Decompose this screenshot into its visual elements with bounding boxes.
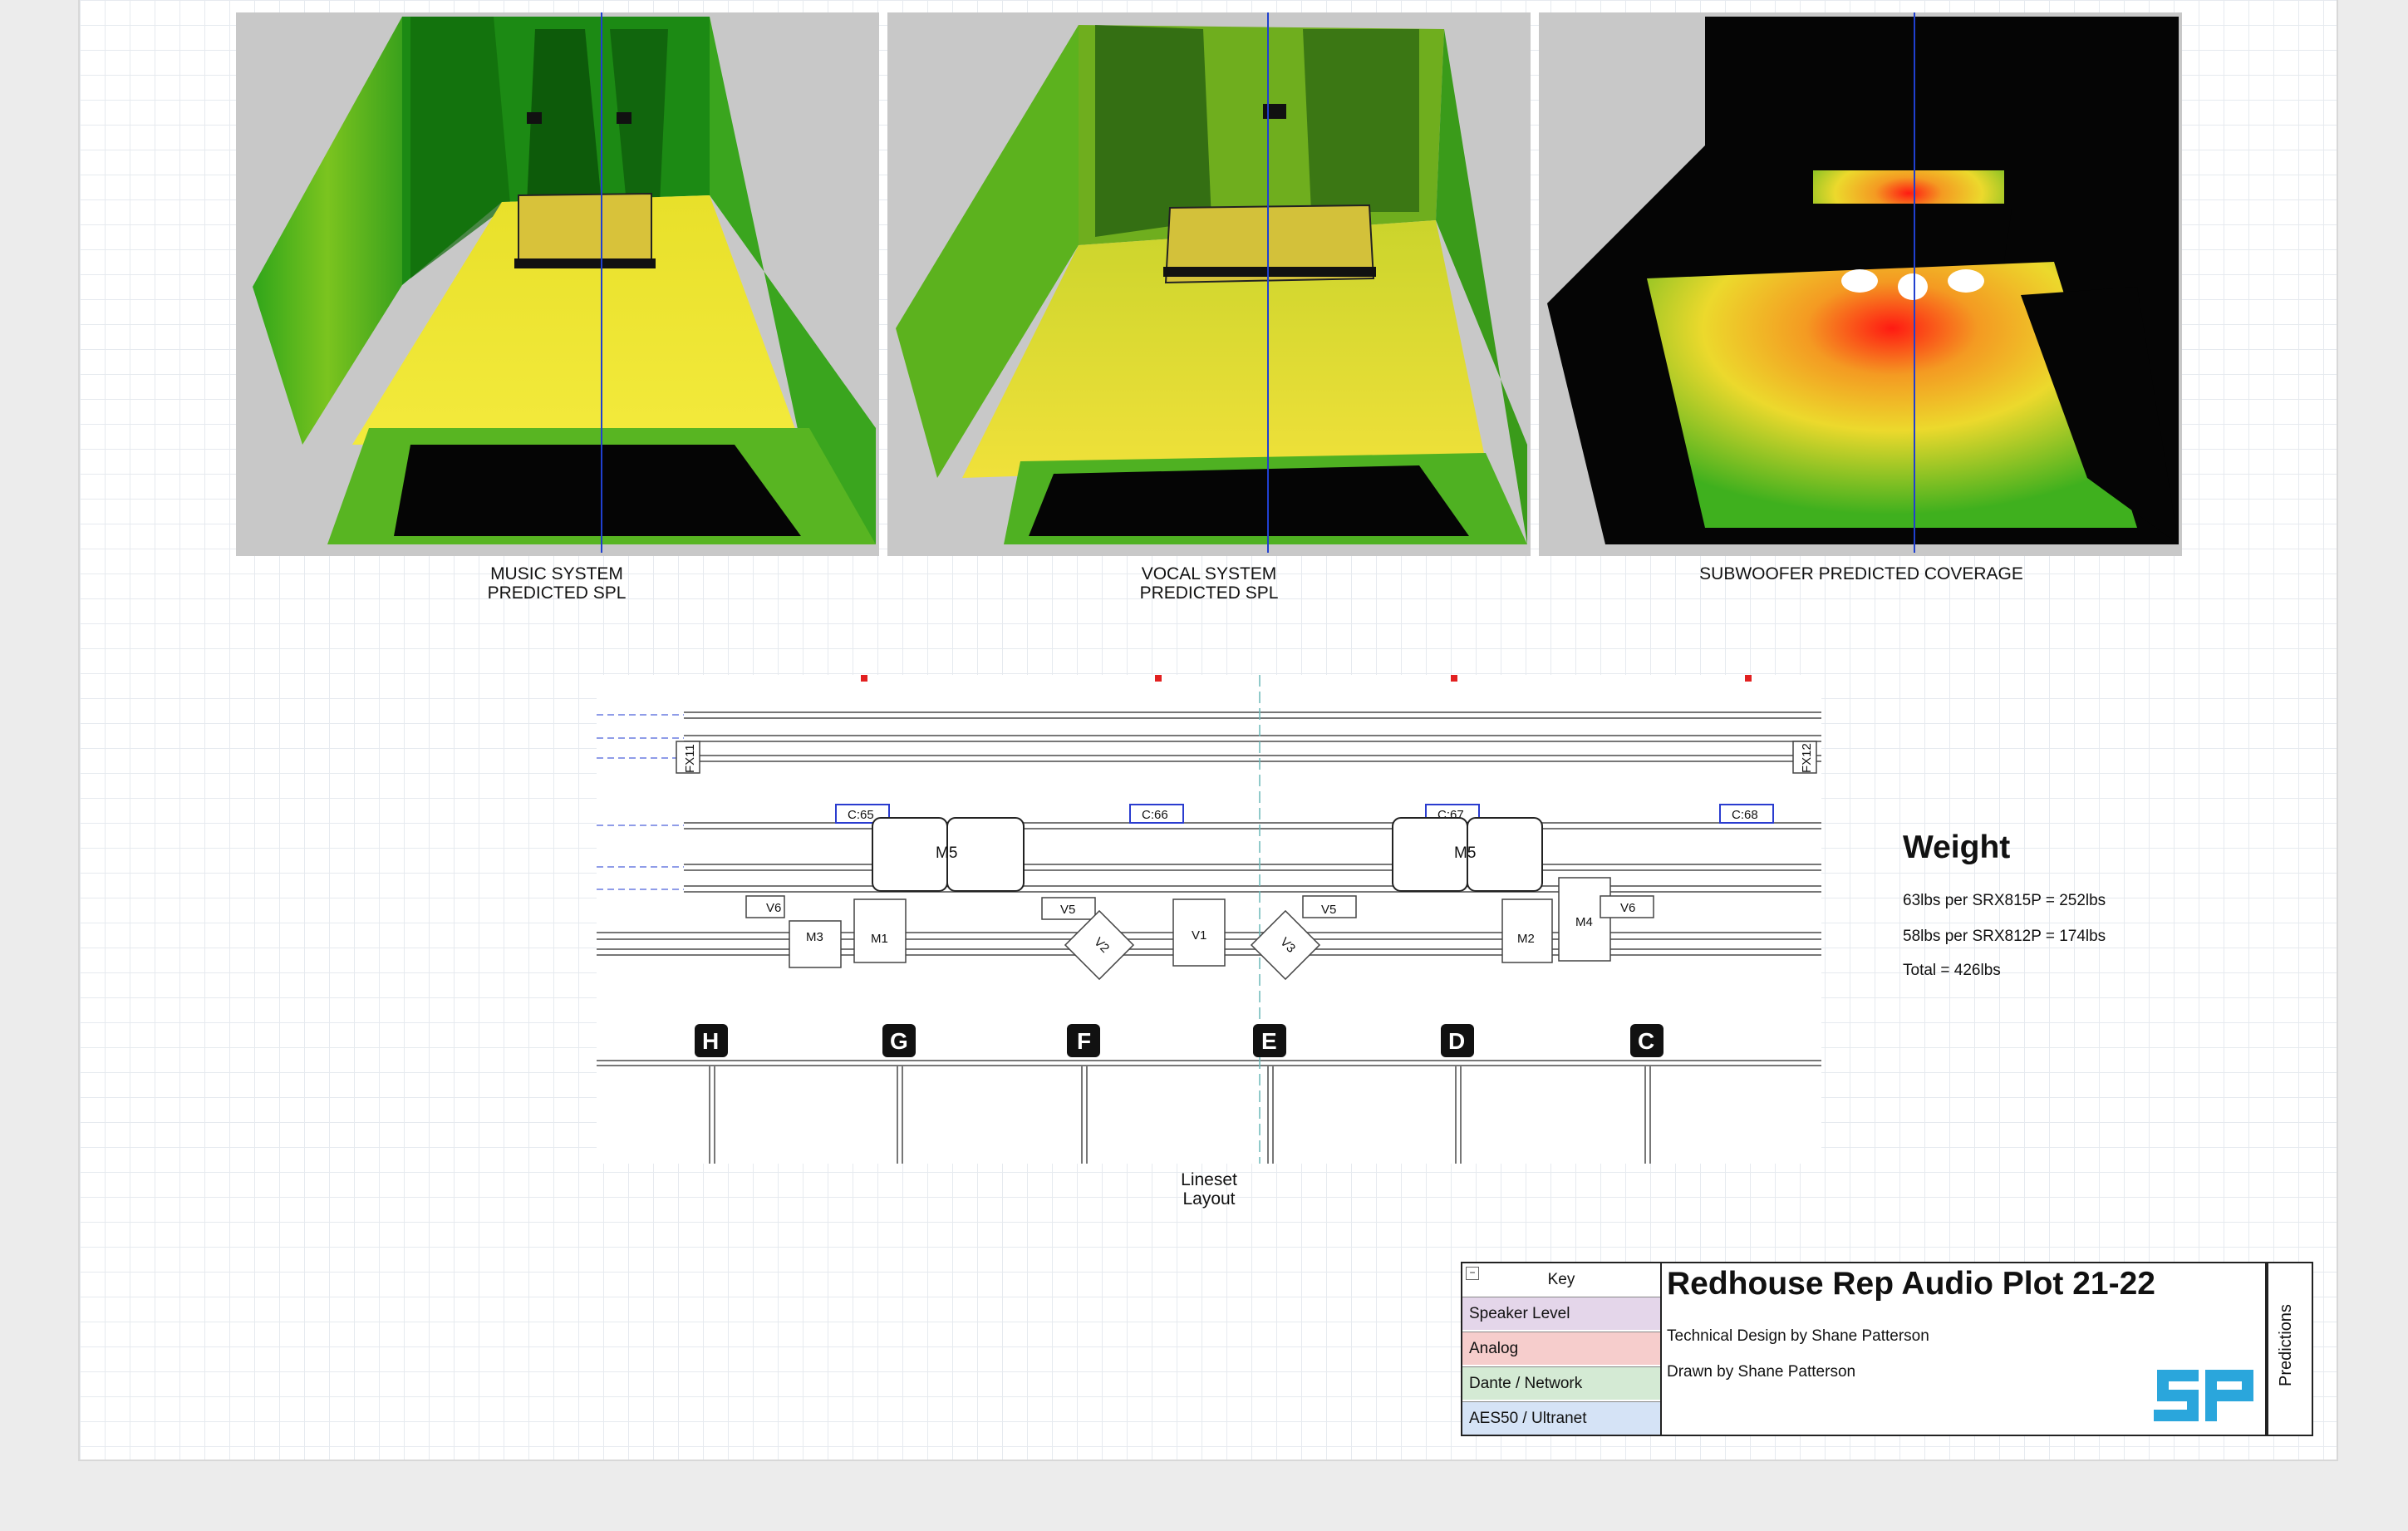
m4-label: M4 bbox=[1575, 915, 1593, 929]
vocal-system-prediction-image bbox=[887, 12, 1531, 556]
key-item-aes50-ultranet: AES50 / Ultranet bbox=[1462, 1401, 1660, 1435]
m5-left-label: M5 bbox=[936, 844, 957, 862]
weight-line-srx812p: 58lbs per SRX812P = 174lbs bbox=[1903, 928, 2106, 945]
v6-right-label: V6 bbox=[1620, 901, 1635, 915]
fx12-box bbox=[1792, 741, 1817, 774]
subwoofer-prediction-caption: SUBWOOFER PREDICTED COVERAGE bbox=[1699, 564, 2023, 583]
circuit-c65-label: C:65 bbox=[848, 808, 874, 822]
fx12-label: FX12 bbox=[1800, 743, 1814, 773]
key-item-analog: Analog bbox=[1462, 1332, 1660, 1365]
v5-left-label: V5 bbox=[1060, 903, 1075, 917]
v6-left-label: V6 bbox=[766, 901, 781, 915]
column-e-label: E bbox=[1261, 1028, 1277, 1054]
v1-label: V1 bbox=[1192, 928, 1206, 943]
plot-title: Redhouse Rep Audio Plot 21-22 bbox=[1667, 1266, 2155, 1302]
technical-design-credit: Technical Design by Shane Patterson bbox=[1667, 1327, 1929, 1345]
weight-title: Weight bbox=[1903, 829, 2011, 865]
title-block-sheet-name-cell bbox=[2267, 1262, 2313, 1436]
column-f-label: F bbox=[1077, 1028, 1091, 1054]
music-system-prediction-image bbox=[236, 12, 879, 556]
drawn-by-credit: Drawn by Shane Patterson bbox=[1667, 1363, 1856, 1381]
weight-line-srx815p: 63lbs per SRX815P = 252lbs bbox=[1903, 892, 2106, 909]
weight-line-total: Total = 426lbs bbox=[1903, 962, 2001, 979]
m5-right-label: M5 bbox=[1454, 844, 1476, 862]
sp-logo bbox=[2150, 1363, 2258, 1428]
subwoofer-coverage-prediction-image bbox=[1539, 12, 2182, 556]
key-title: Key bbox=[1547, 1271, 1575, 1288]
fx11-label: FX11 bbox=[683, 744, 697, 773]
v5-right-label: V5 bbox=[1321, 903, 1336, 917]
column-c-label: C bbox=[1638, 1028, 1654, 1054]
key-table: − Key Speaker Level Analog Dante / Netwo… bbox=[1461, 1262, 1662, 1436]
m2-label: M2 bbox=[1517, 932, 1535, 946]
lineset-layout-drawing: FX11 FX12 C:65 C:66 C:67 C:68 M5 M5 bbox=[597, 675, 1821, 1164]
collapse-icon[interactable]: − bbox=[1466, 1267, 1479, 1280]
m3-label: M3 bbox=[806, 930, 823, 944]
key-item-speaker-level: Speaker Level bbox=[1462, 1297, 1660, 1330]
column-g-label: G bbox=[890, 1028, 908, 1054]
circuit-c66-label: C:66 bbox=[1142, 808, 1168, 822]
lineset-caption: Lineset Layout bbox=[1181, 1170, 1237, 1209]
circuit-c68-label: C:68 bbox=[1732, 808, 1758, 822]
sheet-name: Predictions bbox=[2277, 1304, 2295, 1386]
m1-label: M1 bbox=[871, 932, 888, 946]
key-item-dante-network: Dante / Network bbox=[1462, 1366, 1660, 1400]
column-h-label: H bbox=[702, 1028, 719, 1054]
title-block bbox=[1662, 1262, 2267, 1436]
fx11-box bbox=[676, 741, 700, 774]
column-d-label: D bbox=[1448, 1028, 1465, 1054]
